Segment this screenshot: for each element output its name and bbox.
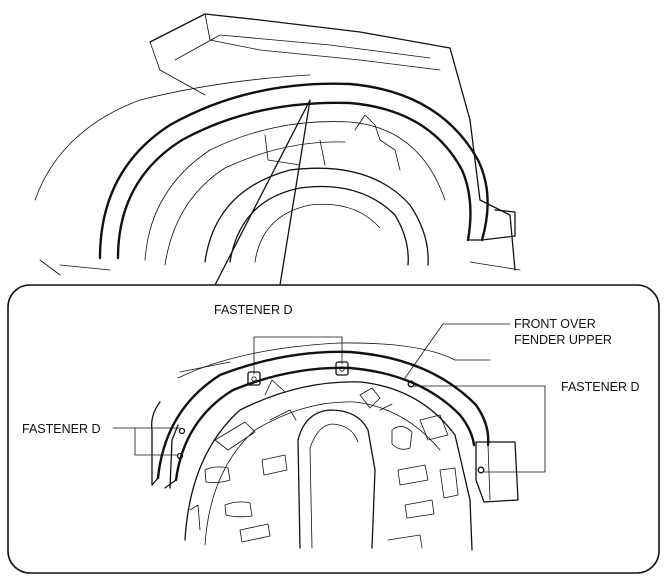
front-over-fender-upper — [156, 350, 490, 480]
label-fastener-top: FASTENER D — [214, 303, 293, 317]
detail-drawing — [151, 342, 519, 551]
label-fastener-left: FASTENER D — [22, 422, 101, 436]
label-part-name-line1: FRONT OVER — [514, 317, 596, 331]
overview-fender-molding — [98, 82, 489, 260]
label-part-name-line2: FENDER UPPER — [514, 333, 612, 347]
label-fastener-right: FASTENER D — [561, 380, 640, 394]
fastener-clip-left-lower — [176, 452, 184, 460]
fastener-clip-left-upper — [178, 427, 186, 435]
fastener-clip-end — [477, 466, 485, 474]
leader-lines — [112, 323, 546, 473]
callout-wedge — [214, 99, 311, 286]
vehicle-overview — [34, 13, 521, 276]
fastener-clip-right — [407, 380, 415, 388]
